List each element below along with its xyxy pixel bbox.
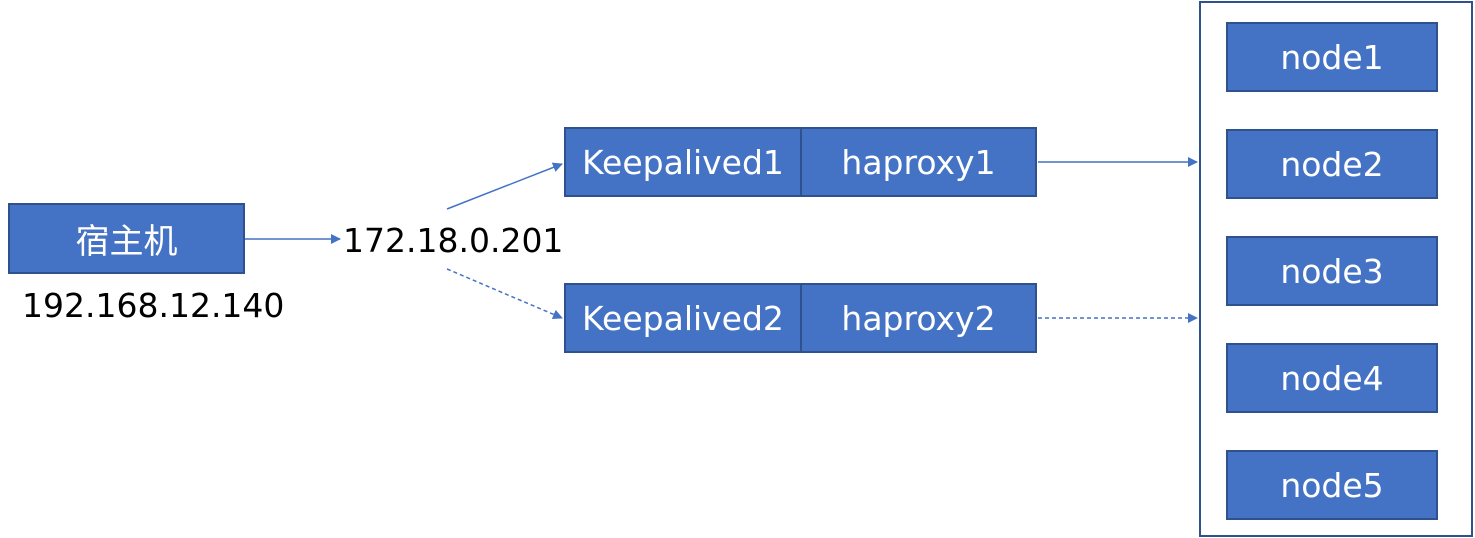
node-label: node5 xyxy=(1280,465,1384,505)
node-box: node2 xyxy=(1226,129,1438,199)
virtual-ip-label: 172.18.0.201 xyxy=(343,221,564,260)
node-label: node1 xyxy=(1280,37,1384,77)
node-label: node3 xyxy=(1280,251,1384,291)
haproxy2-box: haproxy2 xyxy=(800,283,1037,353)
node-box: node5 xyxy=(1226,450,1438,520)
haproxy1-box: haproxy1 xyxy=(800,127,1037,197)
keepalived2-box: Keepalived2 xyxy=(564,283,802,353)
keepalived2-label: Keepalived2 xyxy=(582,298,784,338)
arrow-vip-to-keepalived2 xyxy=(446,268,563,320)
node-label: node4 xyxy=(1280,358,1384,398)
keepalived1-box: Keepalived1 xyxy=(564,127,802,197)
node-box: node1 xyxy=(1226,22,1438,92)
node-box: node4 xyxy=(1226,343,1438,413)
arrow-vip-to-keepalived1 xyxy=(446,162,563,210)
node-box: node3 xyxy=(1226,236,1438,306)
haproxy1-label: haproxy1 xyxy=(841,142,996,182)
host-machine-box: 宿主机 xyxy=(8,203,245,274)
haproxy2-label: haproxy2 xyxy=(841,298,996,338)
keepalived1-label: Keepalived1 xyxy=(582,142,784,182)
host-machine-label: 宿主机 xyxy=(75,222,178,262)
host-ip-label: 192.168.12.140 xyxy=(22,286,285,325)
node-label: node2 xyxy=(1280,144,1384,184)
